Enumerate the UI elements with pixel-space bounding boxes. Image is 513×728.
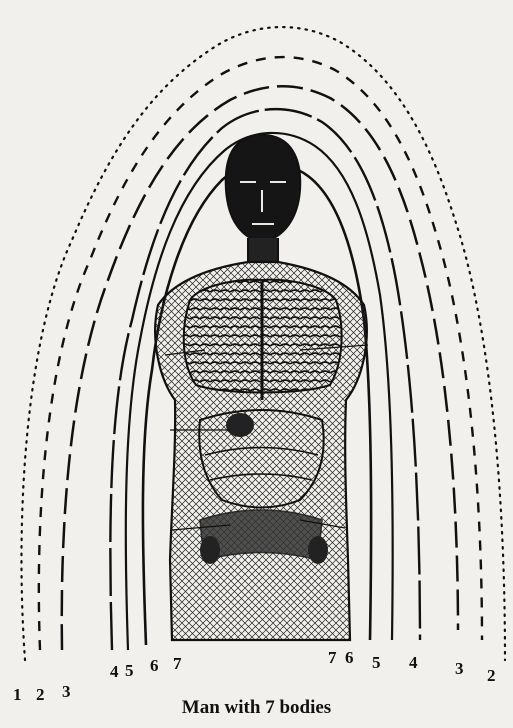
label-body-7-right: 7 <box>328 649 337 666</box>
label-body-5-right: 5 <box>372 654 381 671</box>
label-body-7-left: 7 <box>173 655 182 672</box>
figure-caption: Man with 7 bodies <box>0 697 513 719</box>
label-body-6-left: 6 <box>150 657 159 674</box>
label-body-4-right: 4 <box>409 654 418 671</box>
label-body-3-right: 3 <box>455 660 464 677</box>
head <box>226 135 301 242</box>
label-body-2-right: 2 <box>487 667 496 684</box>
label-body-6-right: 6 <box>345 649 354 666</box>
label-body-4-left: 4 <box>110 663 119 680</box>
label-body-5-left: 5 <box>125 662 134 679</box>
